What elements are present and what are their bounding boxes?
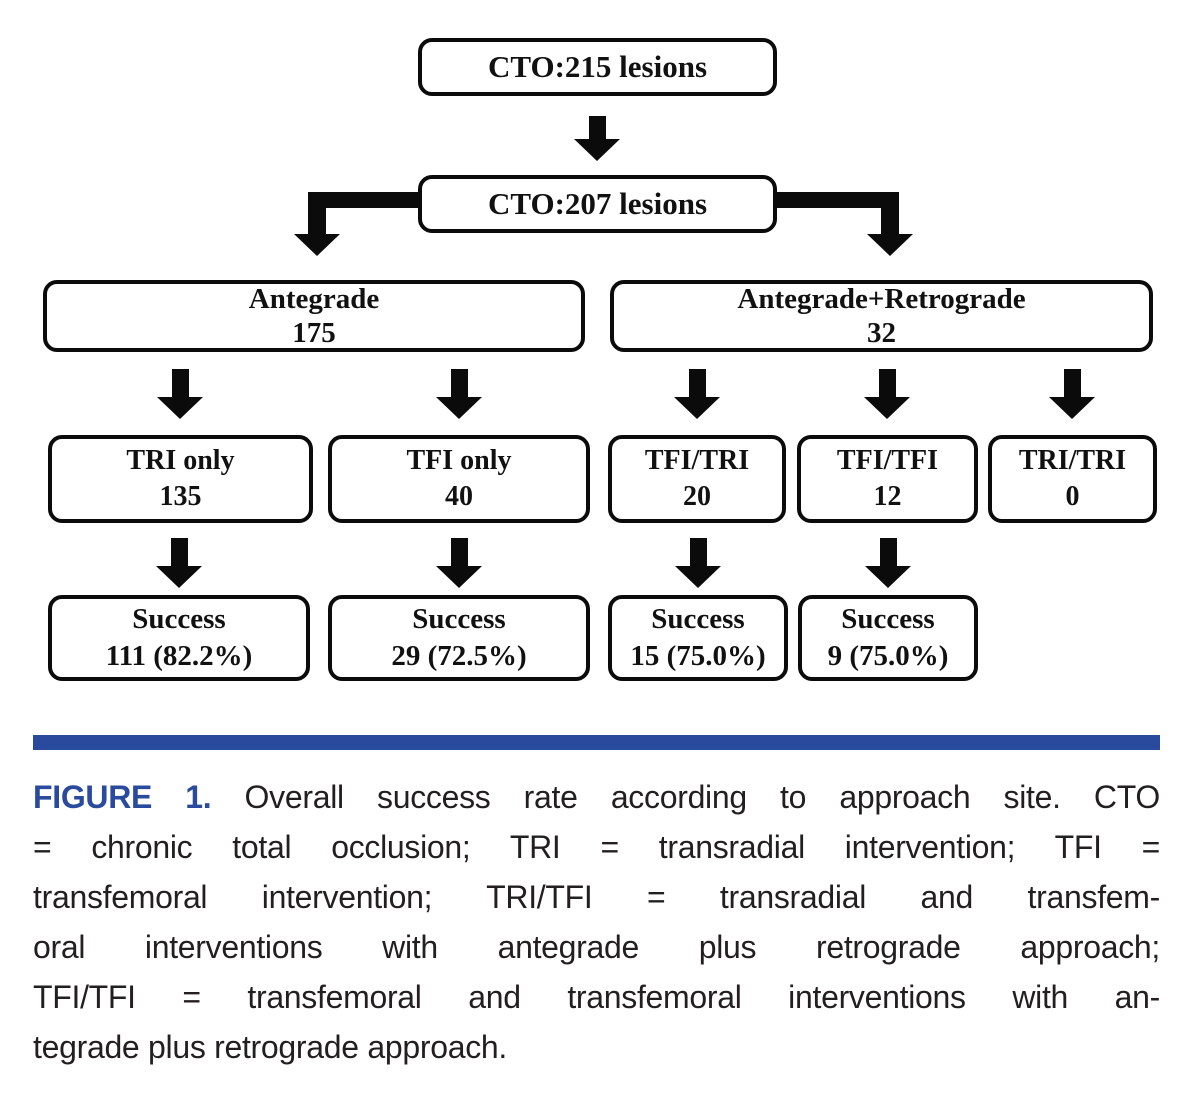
node-cto-207-label: CTO:207 lesions (487, 186, 708, 221)
arrow-shaft (588, 116, 606, 139)
caption-line-2: = chronic total occlusion; TRI = transra… (33, 829, 1160, 865)
arrow-head (675, 566, 721, 588)
node-tfi-only-count: 40 (445, 481, 473, 512)
elbow-left-arrowhead-icon (294, 234, 340, 256)
arrow-head (156, 566, 202, 588)
node-tri-only: TRI only 135 (48, 435, 313, 523)
arrow-retro-to-tfi-tri-icon (674, 369, 720, 419)
caption-line-6: tegrade plus retrograde approach. (33, 1029, 507, 1065)
node-success-tfi-only-count: 29 (72.5%) (391, 640, 527, 672)
node-success-tfi-tfi-count: 9 (75.0%) (827, 640, 949, 672)
node-tfi-tri-label: TFI/TRI (644, 445, 750, 476)
arrow-shaft (450, 538, 468, 566)
arrow-shaft (450, 369, 468, 397)
arrow-head (436, 397, 482, 419)
elbow-left-horizontal (308, 192, 420, 208)
node-tfi-tfi: TFI/TFI 12 (797, 435, 978, 523)
node-tfi-tfi-label: TFI/TFI (836, 445, 939, 476)
figure-caption-label: FIGURE 1. (33, 779, 212, 815)
arrow-retro-to-tri-tri-icon (1049, 369, 1095, 419)
node-success-tfi-tfi: Success 9 (75.0%) (798, 595, 978, 681)
arrow-tfi-tri-to-success-icon (675, 538, 721, 588)
figure-divider-rule (33, 735, 1160, 750)
arrow-head (574, 139, 620, 161)
arrow-antegrade-to-tri-only-icon (157, 369, 203, 419)
arrow-shaft (688, 369, 706, 397)
arrow-shaft (689, 538, 707, 566)
node-tri-tri-count: 0 (1065, 481, 1080, 512)
node-success-tfi-only-label: Success (412, 603, 506, 635)
arrow-tri-only-to-success-icon (156, 538, 202, 588)
arrow-head (436, 566, 482, 588)
caption-line-1-text: Overall success rate according to approa… (211, 779, 1161, 815)
arrow-cto215-to-cto207-icon (574, 116, 620, 161)
node-tfi-only: TFI only 40 (328, 435, 590, 523)
arrow-shaft (171, 369, 189, 397)
elbow-right-arrowhead-icon (867, 234, 913, 256)
node-antegrade-label: Antegrade (248, 283, 380, 315)
arrow-shaft (879, 538, 897, 566)
figure-caption: FIGURE 1. Overall success rate according… (33, 772, 1160, 1072)
node-antegrade-retrograde-label: Antegrade+Retrograde (737, 283, 1026, 315)
node-success-tri-only: Success 111 (82.2%) (48, 595, 310, 681)
node-cto-207: CTO:207 lesions (418, 175, 777, 233)
arrow-head (865, 566, 911, 588)
node-success-tfi-tfi-label: Success (841, 603, 935, 635)
arrow-head (157, 397, 203, 419)
arrow-shaft (878, 369, 896, 397)
node-cto-215-label: CTO:215 lesions (487, 49, 708, 84)
node-antegrade: Antegrade 175 (43, 280, 585, 352)
node-success-tfi-only: Success 29 (72.5%) (328, 595, 590, 681)
arrow-shaft (170, 538, 188, 566)
node-success-tri-only-count: 111 (82.2%) (105, 640, 253, 672)
node-tri-only-count: 135 (159, 481, 202, 512)
node-success-tfi-tri-label: Success (651, 603, 745, 635)
node-tri-tri-label: TRI/TRI (1018, 445, 1127, 476)
arrow-head (1049, 397, 1095, 419)
arrow-head (674, 397, 720, 419)
node-success-tfi-tri: Success 15 (75.0%) (608, 595, 788, 681)
node-tri-only-label: TRI only (126, 445, 235, 476)
arrow-antegrade-to-tfi-only-icon (436, 369, 482, 419)
node-tfi-only-label: TFI only (406, 445, 512, 476)
arrow-retro-to-tfi-tfi-icon (864, 369, 910, 419)
node-success-tri-only-label: Success (132, 603, 226, 635)
elbow-right-vertical (881, 192, 899, 236)
elbow-left-vertical (308, 192, 326, 236)
arrow-head (864, 397, 910, 419)
node-success-tfi-tri-count: 15 (75.0%) (630, 640, 766, 672)
node-tfi-tri: TFI/TRI 20 (608, 435, 786, 523)
node-antegrade-retrograde: Antegrade+Retrograde 32 (610, 280, 1153, 352)
node-cto-215: CTO:215 lesions (418, 38, 777, 96)
node-tri-tri: TRI/TRI 0 (988, 435, 1157, 523)
caption-line-5: TFI/TFI = transfemoral and transfemoral … (33, 979, 1160, 1015)
caption-line-1: FIGURE 1. Overall success rate according… (33, 772, 1160, 822)
node-tfi-tfi-count: 12 (873, 481, 902, 512)
caption-line-3: transfemoral intervention; TRI/TFI = tra… (33, 879, 1160, 915)
node-antegrade-count: 175 (292, 317, 336, 349)
elbow-right-horizontal (776, 192, 899, 208)
node-antegrade-retrograde-count: 32 (867, 317, 896, 349)
node-tfi-tri-count: 20 (683, 481, 711, 512)
arrow-tfi-tfi-to-success-icon (865, 538, 911, 588)
caption-line-4: oral interventions with antegrade plus r… (33, 929, 1160, 965)
arrow-shaft (1063, 369, 1081, 397)
arrow-tfi-only-to-success-icon (436, 538, 482, 588)
